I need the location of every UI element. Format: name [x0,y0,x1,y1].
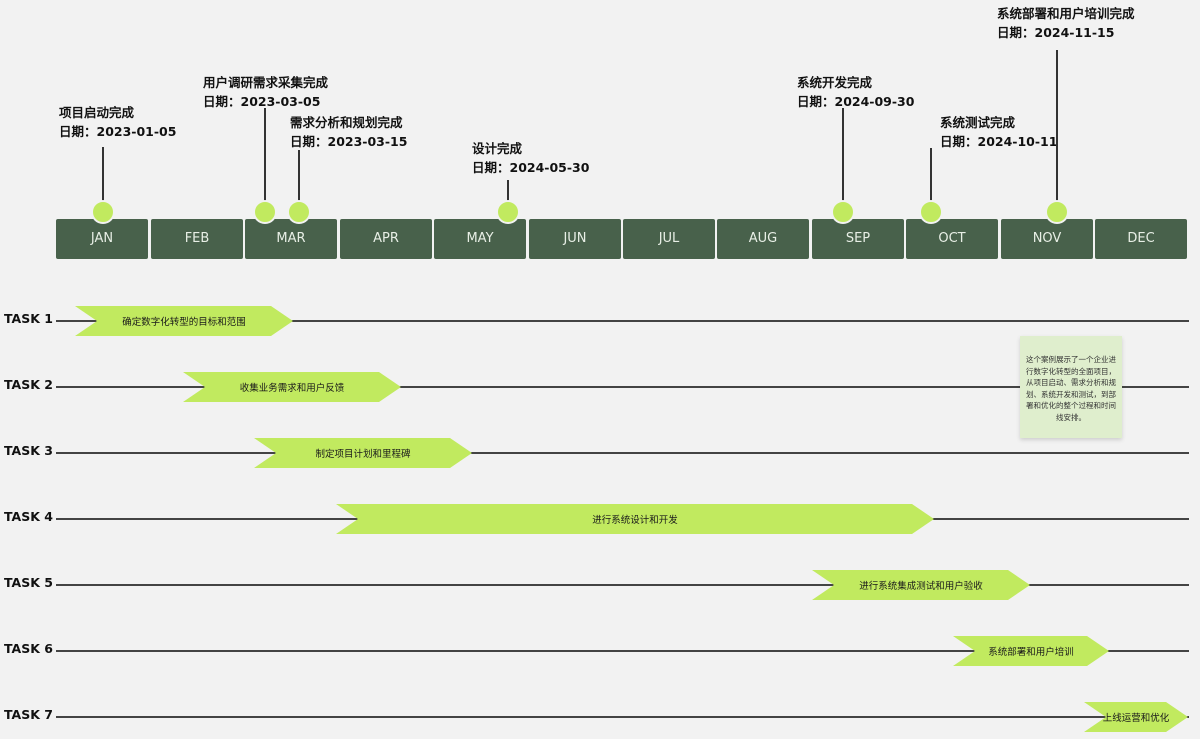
milestone-label: 需求分析和规划完成日期：2023-03-15 [290,113,407,151]
task-label: TASK 2 [4,377,53,392]
task-name: 进行系统设计和开发 [592,515,678,526]
task-bar: 收集业务需求和用户反馈 [183,372,401,402]
month-oct: OCT [906,219,998,259]
milestone-label: 系统开发完成日期：2024-09-30 [797,73,914,111]
milestone-stem [507,180,509,212]
task-label: TASK 6 [4,641,53,656]
milestone-dot [1045,200,1069,224]
milestone-stem [102,147,104,212]
task-name: 上线运营和优化 [1102,713,1170,724]
milestone-title: 用户调研需求采集完成 [203,75,329,90]
milestone-label: 系统部署和用户培训完成日期：2024-11-15 [997,4,1135,42]
task-label: TASK 7 [4,707,53,722]
task-name: 确定数字化转型的目标和范围 [122,317,246,328]
milestone-stem [930,148,932,212]
milestone-date: 日期：2024-05-30 [472,160,590,175]
month-nov: NOV [1001,219,1093,259]
milestone-label: 系统测试完成日期：2024-10-11 [940,113,1057,151]
task-line [56,650,1189,652]
milestone-date: 日期：2024-10-11 [940,134,1058,149]
milestone-stem [842,108,844,212]
task-line [56,320,1189,322]
milestone-date: 日期：2023-03-15 [290,134,408,149]
task-bar: 进行系统设计和开发 [336,504,934,534]
milestone-dot [91,200,115,224]
task-bar: 制定项目计划和里程碑 [254,438,472,468]
month-jul: JUL [623,219,715,259]
milestone-stem [1056,50,1058,212]
month-dec: DEC [1095,219,1187,259]
task-bar: 确定数字化转型的目标和范围 [75,306,293,336]
task-line [56,386,1189,388]
milestone-stem [264,108,266,212]
task-name: 进行系统集成测试和用户验收 [859,581,983,592]
milestone-dot [831,200,855,224]
milestone-title: 需求分析和规划完成 [290,115,403,130]
milestone-date: 日期：2023-03-05 [203,94,321,109]
task-label: TASK 5 [4,575,53,590]
task-label: TASK 4 [4,509,53,524]
month-aug: AUG [717,219,809,259]
task-name: 系统部署和用户培训 [988,647,1074,658]
milestone-date: 日期：2024-11-15 [997,25,1115,40]
milestone-dot [253,200,277,224]
milestone-title: 项目启动完成 [59,105,135,120]
task-name: 制定项目计划和里程碑 [315,449,411,460]
milestone-title: 系统开发完成 [797,75,873,90]
note-card: 这个案例展示了一个企业进行数字化转型的全面项目，从项目启动、需求分析和规划、系统… [1020,336,1122,438]
milestone-dot [496,200,520,224]
milestone-date: 日期：2023-01-05 [59,124,177,139]
note-text: 这个案例展示了一个企业进行数字化转型的全面项目，从项目启动、需求分析和规划、系统… [1026,355,1116,422]
task-line [56,584,1189,586]
milestone-date: 日期：2024-09-30 [797,94,915,109]
milestone-dot [287,200,311,224]
month-apr: APR [340,219,432,259]
task-bar: 系统部署和用户培训 [953,636,1109,666]
milestone-title: 系统部署和用户培训完成 [997,6,1135,21]
task-line [56,716,1189,718]
milestone-label: 设计完成日期：2024-05-30 [472,139,589,177]
task-bar: 进行系统集成测试和用户验收 [812,570,1030,600]
task-label: TASK 1 [4,311,53,326]
milestone-title: 系统测试完成 [940,115,1016,130]
month-jun: JUN [529,219,621,259]
month-sep: SEP [812,219,904,259]
task-name: 收集业务需求和用户反馈 [239,383,345,394]
month-mar: MAR [245,219,337,259]
milestone-title: 设计完成 [472,141,523,156]
milestone-label: 项目启动完成日期：2023-01-05 [59,103,176,141]
month-feb: FEB [151,219,243,259]
milestone-stem [298,150,300,212]
month-jan: JAN [56,219,148,259]
task-label: TASK 3 [4,443,53,458]
milestone-dot [919,200,943,224]
milestone-label: 用户调研需求采集完成日期：2023-03-05 [203,73,328,111]
month-may: MAY [434,219,526,259]
task-line [56,452,1189,454]
